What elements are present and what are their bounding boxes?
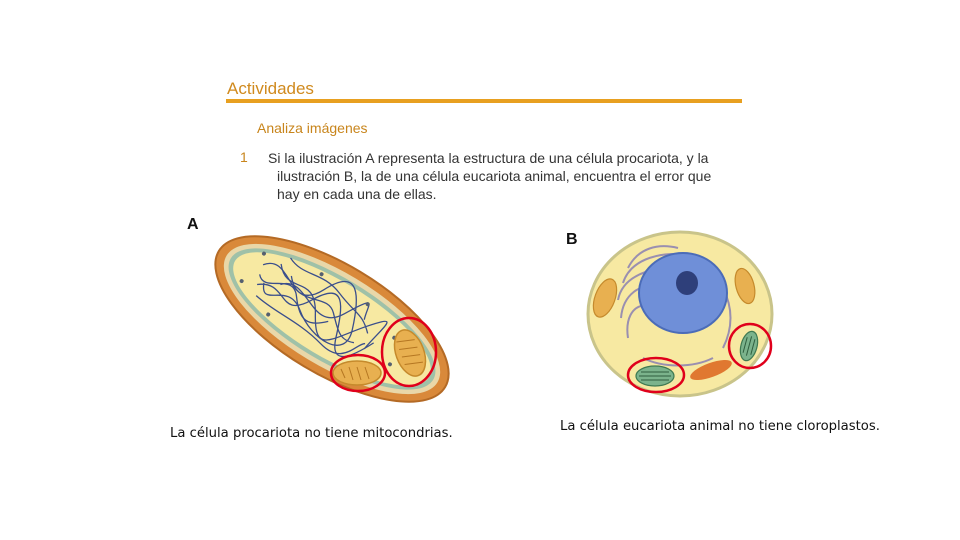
figure-a-caption: La célula procariota no tiene mitocondri… — [170, 426, 453, 441]
subheading: Analiza imágenes — [257, 120, 368, 136]
question-line: hay en cada una de ellas. — [277, 186, 437, 202]
question-line: Si la ilustración A representa la estruc… — [268, 150, 709, 166]
figure-a-label: A — [187, 216, 199, 233]
question-text: Si la ilustración A representa la estruc… — [268, 149, 788, 203]
question-line: ilustración B, la de una célula eucariot… — [277, 168, 712, 184]
figure-b-caption: La célula eucariota animal no tiene clor… — [560, 419, 880, 434]
prokaryotic-cell-illustration — [214, 235, 450, 403]
eukaryotic-cell-illustration — [586, 230, 774, 398]
title-underline — [226, 99, 742, 103]
figure-b-label: B — [566, 231, 578, 248]
question-number: 1 — [240, 149, 248, 165]
section-title: Actividades — [227, 79, 314, 98]
